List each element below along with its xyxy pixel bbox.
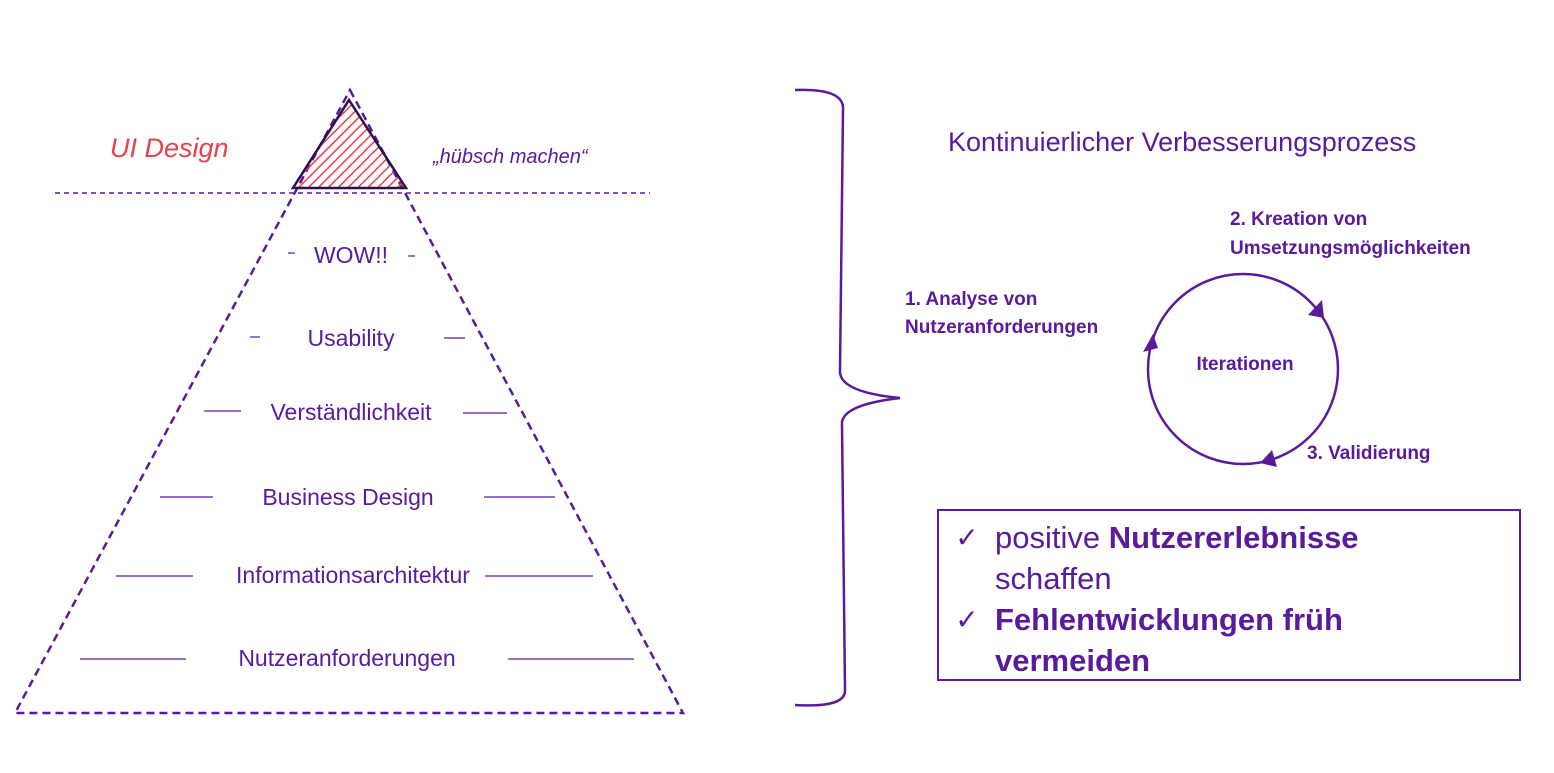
level-business-design: Business Design: [262, 484, 433, 510]
level-usability: Usability: [308, 325, 395, 351]
level-nutzeranforderungen: Nutzeranforderungen: [238, 645, 455, 671]
check-icon: ✓: [955, 522, 979, 553]
step-1-line-2: Nutzeranforderungen: [905, 317, 1098, 338]
ui-design-label: UI Design: [110, 133, 229, 163]
arrow-head-icon: [1308, 300, 1324, 318]
level-verstaendlichkeit: Verständlichkeit: [270, 399, 432, 425]
step-3: 3. Validierung: [1307, 443, 1431, 464]
arrow-head-icon: [1260, 450, 1277, 467]
check-icon: ✓: [955, 604, 979, 635]
benefit-normal: positive: [995, 520, 1109, 555]
benefit-text: positive Nutzererlebnisse schaffen: [995, 517, 1415, 599]
arrow-head-icon: [1143, 334, 1158, 352]
benefit-text: Fehlentwicklungen früh vermeiden: [995, 602, 1343, 678]
process-title: Kontinuierlicher Verbesserungsprozess: [948, 127, 1416, 157]
level-wow: WOW!!: [314, 242, 388, 268]
level-lines: [80, 252, 634, 660]
step-2-line-1: 2. Kreation von: [1230, 209, 1367, 230]
iterations-label: Iterationen: [1196, 354, 1293, 375]
benefit-item: ✓ positive Nutzererlebnisse schaffen: [939, 517, 1519, 599]
step-2-line-2: Umsetzungsmöglichkeiten: [1230, 238, 1471, 259]
curly-brace: [794, 88, 901, 707]
benefit-bold: Nutzererlebnisse: [1108, 520, 1359, 555]
pyramid-outline: [12, 87, 686, 715]
benefit-item: ✓ Fehlentwicklungen früh vermeiden: [939, 599, 1519, 681]
iteration-cycle: [1146, 272, 1340, 466]
step-1-line-1: 1. Analyse von: [905, 289, 1037, 310]
ui-design-tip: [290, 97, 409, 190]
tip-note: „hübsch machen“: [432, 146, 589, 168]
level-informationsarchitektur: Informationsarchitektur: [236, 562, 470, 588]
benefit-rest: schaffen: [995, 561, 1112, 596]
benefits-box: ✓ positive Nutzererlebnisse schaffen ✓ Fe…: [937, 509, 1521, 681]
